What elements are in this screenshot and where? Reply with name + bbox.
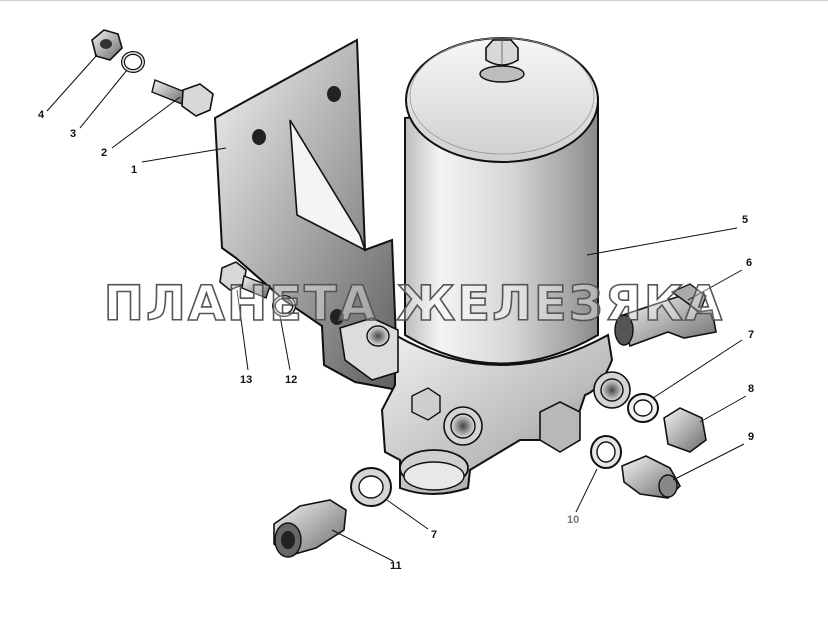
callout-6: 6: [746, 257, 753, 269]
part-12-washer: [272, 295, 296, 317]
callout-2: 2: [101, 147, 108, 159]
callout-12: 12: [285, 374, 298, 386]
part-13-bolt: [219, 261, 271, 299]
part-6-elbow-fitting: [614, 283, 717, 348]
callout-5: 5: [742, 214, 749, 226]
callout-11: 11: [390, 560, 402, 572]
part-5-filter-canister: [404, 37, 599, 365]
callout-8: 8: [748, 383, 755, 395]
part-10-gasket: [590, 435, 622, 469]
part-9-union: [621, 455, 681, 499]
callout-13: 13: [240, 374, 253, 386]
part-7-gasket-bottom: [350, 467, 392, 507]
top-border-line: [0, 0, 828, 1]
part-8-plug: [663, 407, 707, 453]
callout-10: 10: [567, 514, 580, 526]
part-3-spring-washer: [121, 51, 145, 73]
part-4-nut: [91, 29, 123, 61]
filter-housing-body: [339, 317, 631, 495]
part-11-union: [273, 499, 347, 558]
leader-lines: [46, 54, 747, 562]
callout-4: 4: [38, 109, 45, 121]
part-7-gasket-right: [627, 393, 659, 423]
watermark-text: ПЛАНЕТА ЖЕЛЕЗЯКА: [103, 275, 725, 333]
callout-1: 1: [131, 164, 138, 176]
part-1-bracket: [213, 38, 400, 392]
callout-9: 9: [748, 431, 755, 443]
callout-7-right: 7: [748, 329, 755, 341]
callout-7-bottom: 7: [431, 529, 438, 541]
part-2-bolt: [151, 79, 214, 117]
callout-3: 3: [70, 128, 77, 140]
